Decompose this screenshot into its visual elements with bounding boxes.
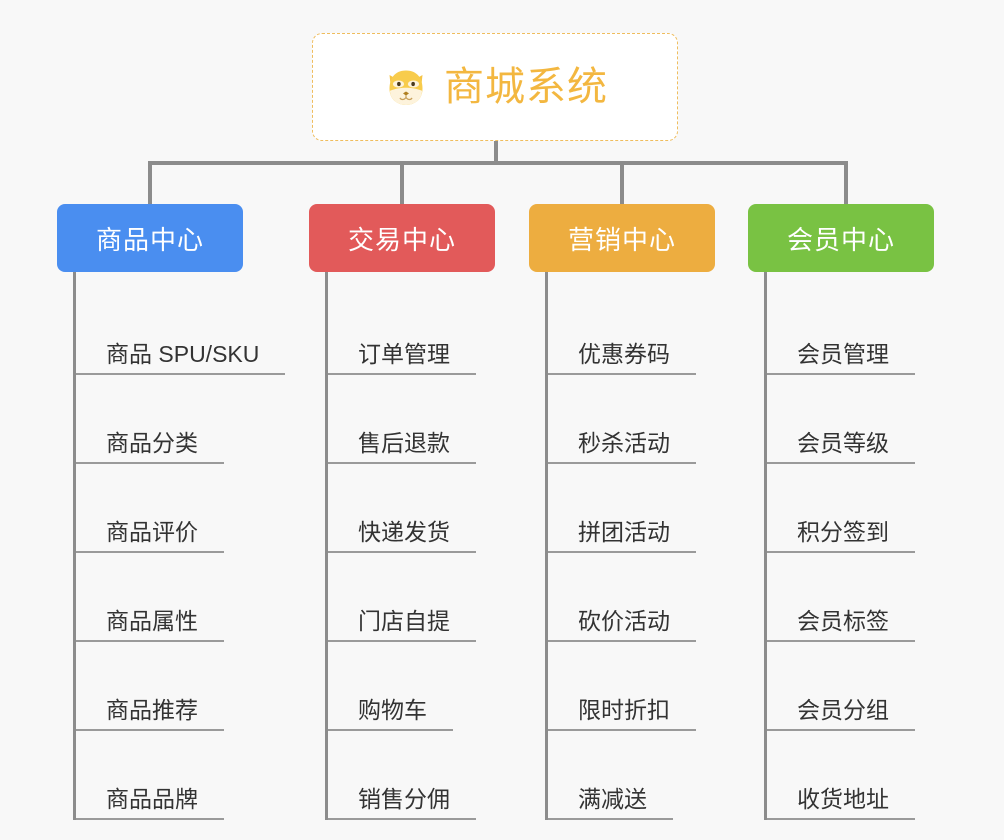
leaf-label: 快递发货 xyxy=(328,519,476,553)
branch-column-4: 会员中心 会员管理 会员等级 积分签到 会员标签 会员分组 收货地址 xyxy=(748,204,948,820)
branch-header-4[interactable]: 会员中心 xyxy=(748,204,934,272)
connector-horizontal-bus xyxy=(148,161,848,165)
branch-column-1: 商品中心 商品 SPU/SKU 商品分类 商品评价 商品属性 商品推荐 商品品牌 xyxy=(57,204,286,820)
leaf-label: 购物车 xyxy=(328,697,453,731)
leaf-label: 优惠券码 xyxy=(548,341,696,375)
leaf-label: 门店自提 xyxy=(328,608,476,642)
leaf-label: 满减送 xyxy=(548,786,673,820)
list-item[interactable]: 砍价活动 xyxy=(548,553,729,642)
list-item[interactable]: 购物车 xyxy=(328,642,509,731)
branch-header-3[interactable]: 营销中心 xyxy=(529,204,715,272)
leaf-label: 商品评价 xyxy=(76,519,224,553)
leaf-label: 商品属性 xyxy=(76,608,224,642)
leaf-list-3: 优惠券码 秒杀活动 拼团活动 砍价活动 限时折扣 满减送 xyxy=(545,272,729,820)
leaf-label: 会员标签 xyxy=(767,608,915,642)
leaf-label: 商品 SPU/SKU xyxy=(76,341,286,375)
list-item[interactable]: 满减送 xyxy=(548,731,729,820)
leaf-list-4: 会员管理 会员等级 积分签到 会员标签 会员分组 收货地址 xyxy=(764,272,948,820)
list-item[interactable]: 商品分类 xyxy=(76,375,277,464)
list-item[interactable]: 拼团活动 xyxy=(548,464,729,553)
leaf-label: 秒杀活动 xyxy=(548,430,696,464)
leaf-label: 砍价活动 xyxy=(548,608,696,642)
list-item[interactable]: 商品属性 xyxy=(76,553,277,642)
branch-header-label-3: 营销中心 xyxy=(567,224,676,255)
branch-column-3: 营销中心 优惠券码 秒杀活动 拼团活动 砍价活动 限时折扣 满减送 xyxy=(529,204,729,820)
list-item[interactable]: 收货地址 xyxy=(767,731,948,820)
leaf-label: 订单管理 xyxy=(328,341,476,375)
leaf-label: 积分签到 xyxy=(767,519,915,553)
list-item[interactable]: 限时折扣 xyxy=(548,642,729,731)
list-item[interactable]: 门店自提 xyxy=(328,553,509,642)
branch-header-label-1: 商品中心 xyxy=(95,224,204,255)
leaf-label: 售后退款 xyxy=(328,430,476,464)
list-item[interactable]: 秒杀活动 xyxy=(548,375,729,464)
leaf-label: 收货地址 xyxy=(767,786,915,820)
root-node[interactable]: 商城系统 xyxy=(312,33,678,141)
leaf-label: 商品推荐 xyxy=(76,697,224,731)
list-item[interactable]: 订单管理 xyxy=(328,286,509,375)
leaf-label: 会员管理 xyxy=(767,341,915,375)
connector-drop-2 xyxy=(400,161,404,206)
connector-root-stem xyxy=(494,141,498,164)
leaf-list-1: 商品 SPU/SKU 商品分类 商品评价 商品属性 商品推荐 商品品牌 xyxy=(73,272,286,820)
branch-header-2[interactable]: 交易中心 xyxy=(309,204,495,272)
branch-header-label-2: 交易中心 xyxy=(347,224,456,255)
branch-header-1[interactable]: 商品中心 xyxy=(57,204,243,272)
leaf-label: 会员分组 xyxy=(767,697,915,731)
list-item[interactable]: 商品品牌 xyxy=(76,731,277,820)
list-item[interactable]: 优惠券码 xyxy=(548,286,729,375)
root-title: 商城系统 xyxy=(444,65,608,109)
leaf-label: 拼团活动 xyxy=(548,519,696,553)
connector-drop-4 xyxy=(844,161,848,206)
leaf-list-2: 订单管理 售后退款 快递发货 门店自提 购物车 销售分佣 xyxy=(325,272,509,820)
leaf-label: 会员等级 xyxy=(767,430,915,464)
branch-header-label-4: 会员中心 xyxy=(786,224,895,255)
list-item[interactable]: 商品推荐 xyxy=(76,642,277,731)
leaf-label: 销售分佣 xyxy=(328,786,476,820)
list-item[interactable]: 会员管理 xyxy=(767,286,948,375)
list-item[interactable]: 销售分佣 xyxy=(328,731,509,820)
connector-drop-3 xyxy=(620,161,624,206)
list-item[interactable]: 积分签到 xyxy=(767,464,948,553)
connector-drop-1 xyxy=(148,161,152,206)
list-item[interactable]: 快递发货 xyxy=(328,464,509,553)
list-item[interactable]: 会员分组 xyxy=(767,642,948,731)
list-item[interactable]: 售后退款 xyxy=(328,375,509,464)
leaf-label: 限时折扣 xyxy=(548,697,696,731)
dog-face-icon xyxy=(389,70,423,105)
list-item[interactable]: 商品评价 xyxy=(76,464,277,553)
list-item[interactable]: 商品 SPU/SKU xyxy=(76,286,286,375)
branch-column-2: 交易中心 订单管理 售后退款 快递发货 门店自提 购物车 销售分佣 xyxy=(309,204,509,820)
leaf-label: 商品品牌 xyxy=(76,786,224,820)
list-item[interactable]: 会员等级 xyxy=(767,375,948,464)
leaf-label: 商品分类 xyxy=(76,430,224,464)
list-item[interactable]: 会员标签 xyxy=(767,553,948,642)
